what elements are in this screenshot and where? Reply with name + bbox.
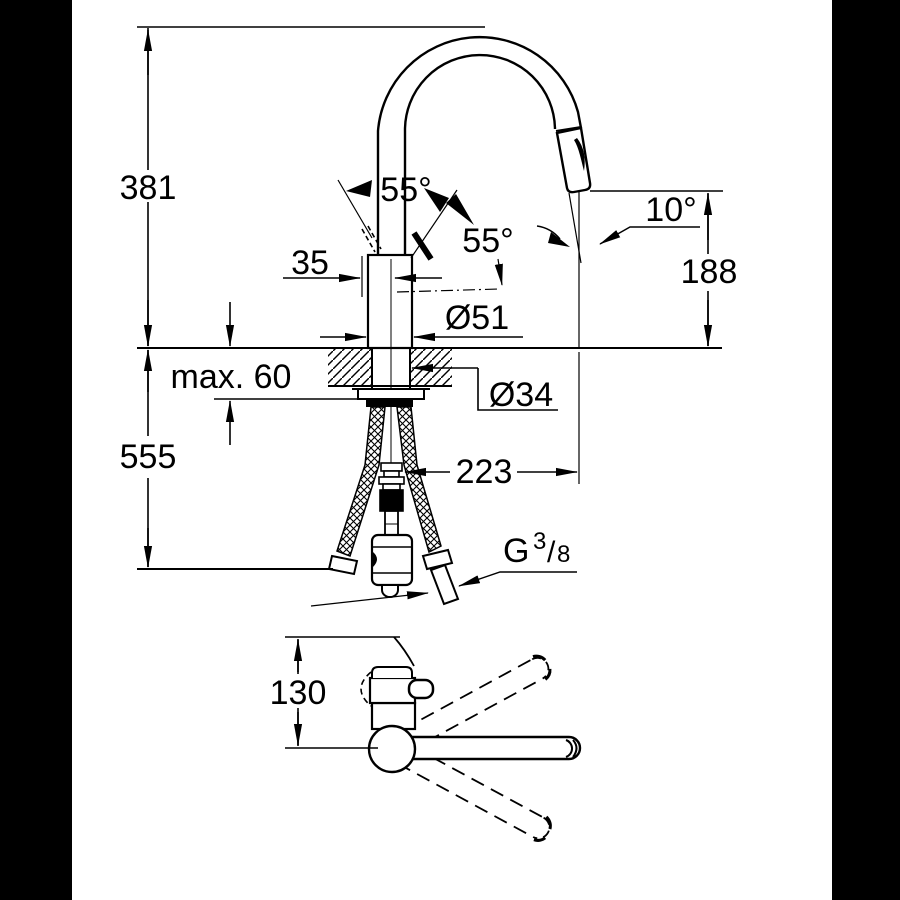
thread-annotation: [310, 571, 577, 607]
weight-notch: [373, 552, 377, 567]
dimension-dia34: [411, 363, 558, 411]
label-total-height: 381: [120, 169, 177, 207]
supply-hose-left: [336, 406, 386, 557]
faucet-body: [361, 225, 434, 475]
label-below-deck-depth: 555: [120, 438, 177, 476]
handle-lever: [411, 231, 434, 261]
supply-hose-right: [396, 406, 442, 554]
hose-fitting-left: [327, 554, 359, 576]
thread-denominator: 8: [557, 541, 570, 568]
hose-connector: [379, 489, 404, 512]
mounting-flange: [357, 388, 425, 400]
hose-weight: [370, 533, 414, 587]
handle-lever-rotated-hidden: [361, 225, 382, 253]
dimension-555: [137, 349, 333, 570]
front-view: 381 55° 55° 35 10° 188 Ø51 max. 60 Ø34 5…: [120, 26, 738, 607]
thread-nipple: [429, 563, 460, 606]
label-lever-angle-right: 55°: [462, 222, 513, 260]
label-lever-angle-left: 55°: [380, 171, 431, 209]
left-black-bar: [0, 0, 72, 900]
lever-tip-curve: [393, 636, 415, 667]
pullout-hose: [370, 408, 414, 598]
spray-head: [555, 126, 592, 194]
label-lever-offset: 35: [291, 244, 329, 282]
dimension-381: [137, 26, 485, 347]
supply-hoses: [327, 406, 460, 606]
mounting-nut: [366, 399, 413, 407]
label-deck-thickness: max. 60: [171, 358, 292, 396]
countertop-hatch-right: [410, 348, 452, 386]
label-outlet-height: 188: [681, 253, 738, 291]
label-spray-reach: 223: [456, 453, 513, 491]
top-view: 130: [270, 636, 582, 842]
label-handle-height: 130: [270, 674, 327, 712]
swivel-base-circle: [367, 724, 417, 774]
spray-angle-annotation: [568, 192, 700, 484]
hidden-body-arc: [360, 671, 372, 707]
spray-head-detail: [574, 138, 585, 171]
spout-end-detail: [565, 739, 573, 758]
dimension-35: [283, 256, 442, 297]
label-hole-diameter: Ø34: [489, 376, 553, 414]
countertop-hatch-left: [328, 348, 372, 386]
thread-slash: /: [547, 536, 556, 569]
thread-numerator: 3: [533, 528, 546, 555]
dimension-max60: [214, 302, 358, 445]
countertop-section: [137, 347, 722, 389]
lever-knob-plan: [407, 678, 435, 700]
thread-g: G: [503, 532, 529, 570]
label-thread-size: G 3 / 8: [503, 528, 570, 570]
dimension-188: [590, 190, 723, 347]
mounting-hardware: [352, 388, 430, 407]
lever-angle-annotations: [337, 179, 570, 293]
label-spray-angle: 10°: [645, 191, 696, 229]
dimension-130: [285, 636, 400, 749]
handle-plan: [360, 636, 435, 707]
label-body-diameter: Ø51: [445, 299, 509, 337]
spout-plan: [399, 735, 582, 761]
right-black-bar: [832, 0, 900, 900]
